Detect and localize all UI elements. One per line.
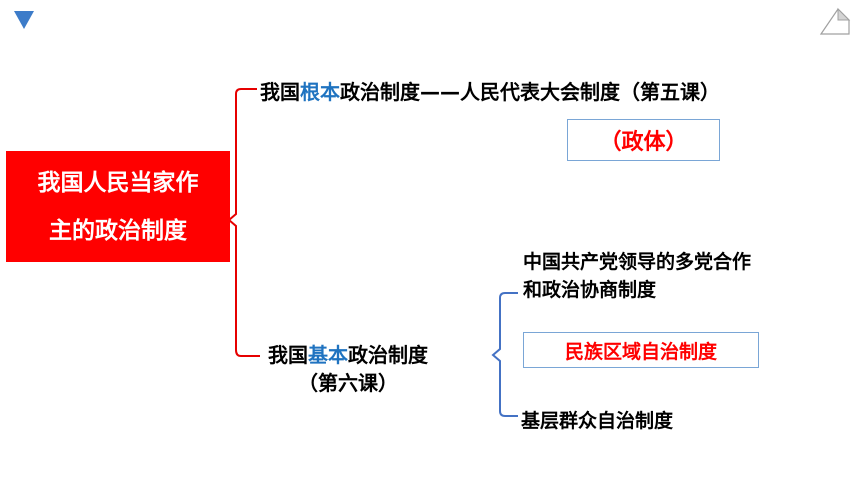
sub-item-ethnic-autonomy: 民族区域自治制度 bbox=[523, 332, 759, 368]
main-topic-line1: 我国人民当家作 bbox=[37, 169, 199, 196]
basic-lesson: （第六课） bbox=[298, 371, 398, 395]
basic-suffix: 政治制度 bbox=[348, 343, 428, 367]
page-corner-icon bbox=[819, 7, 851, 35]
sub-item-multiparty-line1: 中国共产党领导的多党合作 bbox=[523, 251, 752, 273]
triangle-down-icon bbox=[14, 11, 34, 29]
fundamental-highlight: 根本 bbox=[300, 80, 340, 104]
main-brace bbox=[227, 88, 260, 357]
basic-highlight: 基本 bbox=[308, 343, 348, 367]
fundamental-suffix: 政治制度——人民代表大会制度（第五课） bbox=[340, 80, 720, 104]
main-topic-box: 我国人民当家作 主的政治制度 bbox=[6, 151, 230, 262]
fundamental-system-label: 我国根本政治制度——人民代表大会制度（第五课） bbox=[260, 76, 720, 105]
sub-item-multiparty: 中国共产党领导的多党合作 和政治协商制度 bbox=[523, 248, 751, 304]
main-topic-line2: 主的政治制度 bbox=[49, 217, 187, 244]
basic-prefix: 我国 bbox=[268, 343, 308, 367]
basic-system-label: 我国基本政治制度 （第六课） bbox=[268, 341, 428, 397]
sub-brace bbox=[491, 292, 518, 417]
sub-item-grassroots: 基层群众自治制度 bbox=[521, 410, 674, 432]
fundamental-prefix: 我国 bbox=[260, 80, 300, 104]
regime-tag-box: （政体） bbox=[567, 119, 720, 161]
sub-item-multiparty-line2: 和政治协商制度 bbox=[523, 279, 657, 301]
